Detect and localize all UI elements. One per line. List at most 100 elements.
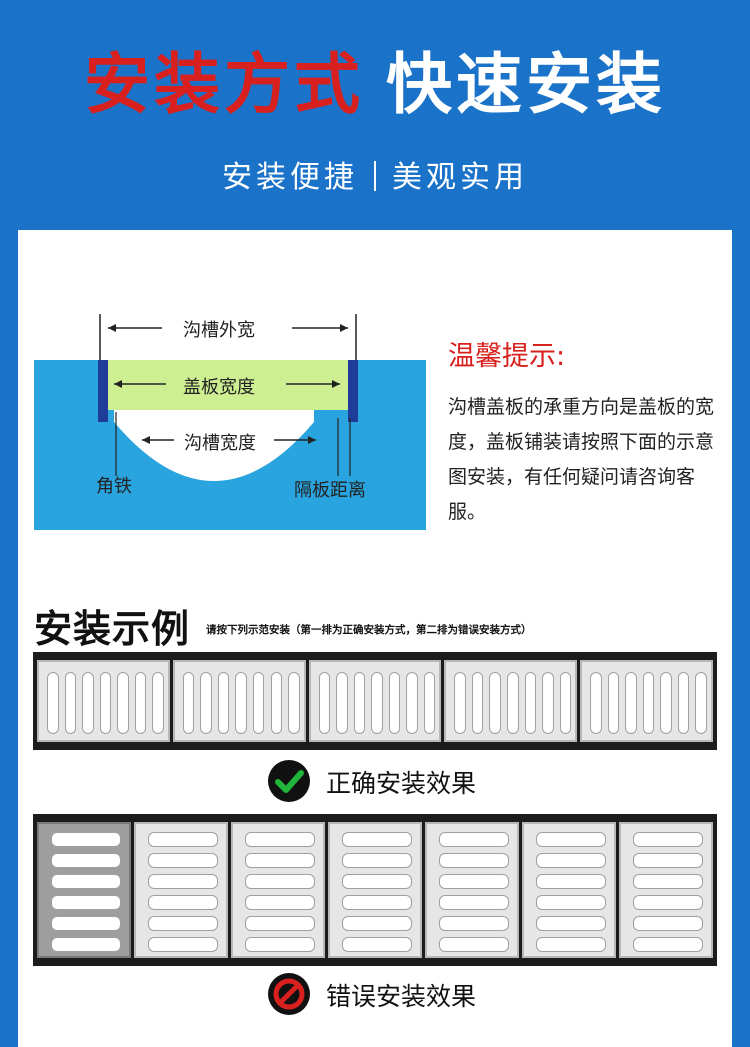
grating-slot: [117, 672, 129, 734]
examples-title: 安装示例: [34, 607, 191, 651]
wrong-label: 错误安装效果: [326, 982, 477, 1011]
grating-slot: [152, 672, 164, 734]
grating-slot: [471, 672, 484, 734]
grating-slot: [245, 874, 315, 889]
grating-slot: [148, 916, 218, 931]
grating-slot: [524, 672, 537, 734]
grating-slot: [342, 874, 412, 889]
grating-slot: [536, 853, 606, 868]
subtitle-left: 安装便捷: [222, 160, 358, 195]
grating-slot: [423, 672, 436, 734]
grating-slot: [536, 832, 606, 847]
grating-slot: [51, 832, 121, 847]
grating-slot: [336, 672, 348, 734]
grating-slot: [536, 895, 606, 910]
grating-slot: [371, 672, 383, 734]
outer-arrowhead-left: [108, 324, 116, 332]
label-outer-width: 沟槽外宽: [183, 320, 255, 341]
grating-slot: [245, 937, 315, 952]
correct-installation-row: [33, 652, 717, 750]
grating-slot: [642, 672, 655, 734]
angle-iron-right: [348, 360, 358, 422]
cover-arrowhead-right: [332, 380, 340, 388]
grating-slot: [536, 937, 606, 952]
diagram-graphic: [34, 314, 426, 530]
grating-slot: [245, 916, 315, 931]
prohibited-icon: [268, 973, 310, 1015]
examples-note: 请按下列示范安装（第一排为正确安装方式，第二排为错误安装方式）: [206, 624, 532, 636]
grating-slot: [633, 853, 703, 868]
grating-slot: [489, 672, 501, 734]
page-subtitle: 安装便捷美观实用: [0, 158, 750, 198]
subtitle-right: 美观实用: [392, 160, 528, 195]
grating-slot: [439, 937, 509, 952]
label-cover-width: 盖板宽度: [183, 377, 255, 398]
grating-slot: [439, 832, 509, 847]
grating-slot: [51, 853, 121, 868]
grating-slot: [318, 672, 331, 734]
wrong-installation-row: [33, 814, 717, 966]
grating-slot: [200, 672, 212, 734]
grating-slot: [270, 672, 283, 734]
grating-slot: [633, 937, 703, 952]
correct-label: 正确安装效果: [326, 769, 477, 798]
grating-cover: [172, 660, 306, 742]
grating-slot: [182, 672, 195, 734]
grating-slot: [64, 672, 77, 734]
grating-slot: [439, 895, 509, 910]
grating-slot: [51, 874, 121, 889]
label-spacer-distance: 隔板距离: [294, 480, 366, 501]
grating-cover: [619, 822, 713, 958]
grating-slot: [288, 672, 300, 734]
grating-cover: [444, 660, 578, 742]
tip-title: 温馨提示:: [448, 341, 566, 372]
grating-cover: [37, 822, 131, 958]
grating-slot: [454, 672, 466, 734]
grating-slot: [660, 672, 672, 734]
grating-slot: [590, 672, 602, 734]
label-angle-iron: 角铁: [96, 476, 132, 497]
grating-slot: [542, 672, 554, 734]
grating-slot: [439, 916, 509, 931]
grating-slot: [633, 832, 703, 847]
grating-slot: [134, 672, 147, 734]
grating-slot: [633, 916, 703, 931]
content-panel: 沟槽外宽 盖板宽度 沟槽宽度 角铁 隔板距离 温馨提示: 沟槽盖板的承重方向是盖…: [18, 230, 732, 1047]
grating-slot: [507, 672, 519, 734]
grating-slot: [342, 937, 412, 952]
grating-slot: [342, 853, 412, 868]
grating-slot: [245, 853, 315, 868]
wrong-result: 错误安装效果: [18, 973, 732, 1017]
check-mark: [275, 770, 304, 793]
grating-cover: [522, 822, 616, 958]
prohibited-mark: [273, 978, 305, 1010]
grating-cover: [425, 822, 519, 958]
cover-arrowhead-left: [114, 380, 122, 388]
grating-slot: [252, 672, 265, 734]
grating-slot: [677, 672, 690, 734]
page-title: 安装方式快速安装: [0, 40, 750, 130]
label-trench-width: 沟槽宽度: [184, 433, 256, 454]
header-banner: 安装方式快速安装 安装便捷美观实用: [0, 0, 750, 228]
grating-slot: [439, 853, 509, 868]
installation-diagram: 沟槽外宽 盖板宽度 沟槽宽度 角铁 隔板距离: [34, 300, 426, 530]
grating-slot: [47, 672, 59, 734]
grating-slot: [99, 672, 112, 734]
grating-slot: [51, 937, 121, 952]
cover-plate: [108, 360, 348, 410]
grating-cover: [328, 822, 422, 958]
trench-cutout: [114, 410, 314, 481]
grating-slot: [353, 672, 366, 734]
grating-slot: [439, 874, 509, 889]
grating-slot: [148, 937, 218, 952]
grating-cover: [308, 660, 442, 742]
grating-slot: [633, 874, 703, 889]
grating-slot: [342, 916, 412, 931]
grating-slot: [148, 853, 218, 868]
grating-slot: [217, 672, 230, 734]
grating-slot: [148, 895, 218, 910]
grating-slot: [607, 672, 620, 734]
grating-slot: [235, 672, 247, 734]
grating-slot: [406, 672, 418, 734]
subtitle-divider: [374, 161, 376, 191]
